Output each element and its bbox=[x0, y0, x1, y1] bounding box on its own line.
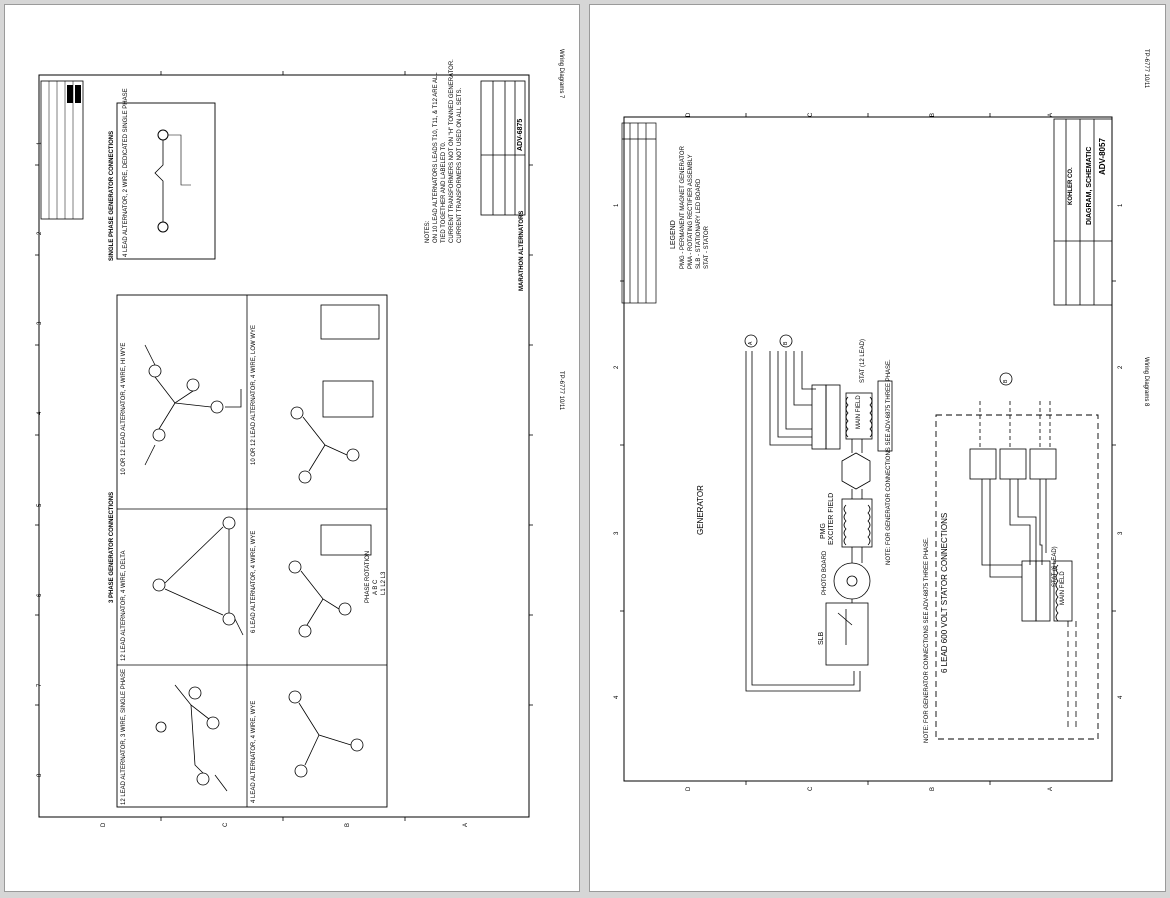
main-field-label-2: MAIN FIELD bbox=[1060, 571, 1066, 605]
r-border-num-1: 1 bbox=[614, 203, 620, 207]
border-num-8: 8 bbox=[37, 773, 43, 777]
phase-rotation-label: PHASE ROTATION bbox=[365, 550, 371, 603]
wye-diagram-3 bbox=[288, 524, 372, 638]
r-border-num-2: 2 bbox=[614, 365, 620, 369]
six-lead-title: 6 LEAD 600 VOLT STATOR CONNECTIONS bbox=[940, 512, 949, 673]
border-num-4: 4 bbox=[37, 411, 43, 415]
single-phase-12-diagram bbox=[155, 684, 228, 792]
left-header-right: Wiring Diagrams 7 bbox=[558, 49, 564, 99]
left-header-center: TP-6777 10/11 bbox=[558, 371, 564, 411]
marker-b: B bbox=[783, 341, 789, 345]
photo-board-label: PHOTO BOARD bbox=[822, 550, 828, 595]
legend-item-3: STAT - STATOR bbox=[704, 225, 710, 269]
single-phase-box bbox=[116, 102, 216, 260]
wye-diagram-4 bbox=[288, 690, 364, 778]
lead6-wye-title: 6 LEAD ALTERNATOR, 4 WIRE, WYE bbox=[251, 530, 257, 633]
revision-block-right bbox=[621, 122, 657, 304]
note-4: CURRENT TRANSFORMERS NOT USED ON ALL SET… bbox=[457, 87, 463, 243]
wye-diagram-2 bbox=[290, 304, 380, 484]
r-border-letter-b: B bbox=[930, 786, 936, 791]
phase-rotation-letters: A B C bbox=[373, 579, 379, 595]
border-num-5: 5 bbox=[37, 503, 43, 507]
border-letter-c: C bbox=[223, 822, 229, 827]
note-generator: NOTE: FOR GENERATOR CONNECTIONS SEE ADV-… bbox=[886, 359, 892, 565]
slb-label: SLB bbox=[818, 631, 825, 645]
company-name: KOHLER CO. bbox=[1068, 167, 1074, 205]
r-border-letter-c: C bbox=[808, 786, 814, 791]
legend-item-1: PMA - ROTATING RECTIFIER ASSEMBLY bbox=[688, 154, 694, 269]
border-num-6: 6 bbox=[37, 593, 43, 597]
wye-diagram-1 bbox=[144, 344, 242, 466]
single-phase-title: SINGLE PHASE GENERATOR CONNECTIONS bbox=[109, 130, 115, 261]
r-border-letter-d: D bbox=[686, 786, 692, 791]
title-block-left bbox=[480, 80, 526, 216]
right-page: TP-6777 10/11 Wiring Diagrams 8 LEGEND P… bbox=[589, 4, 1166, 892]
lead12-single-title: 12 LEAD ALTERNATOR, 3 WIRE, SINGLE PHASE bbox=[121, 668, 127, 805]
r-border-letter-c-top: C bbox=[808, 112, 814, 117]
note-2: TIED TOGETHER AND LABELED T0. bbox=[441, 141, 447, 243]
border-num-3: 3 bbox=[37, 321, 43, 325]
legend-item-2: SLB - STATIONARY LED BOARD bbox=[696, 178, 702, 269]
lead10-wye-title: 10 OR 12 LEAD ALTERNATOR, 4 WIRE, HI WYE bbox=[121, 342, 127, 475]
revision-block-left bbox=[40, 80, 84, 220]
right-header-right: Wiring Diagrams 8 bbox=[1143, 357, 1149, 407]
phase-rotation-lines: L1 L2 L3 bbox=[381, 571, 387, 595]
main-field-label: MAIN FIELD bbox=[856, 395, 862, 429]
legend-title: LEGEND bbox=[670, 220, 677, 249]
pmg-label: PMG bbox=[820, 523, 827, 539]
main-schematic bbox=[744, 334, 893, 692]
left-page-drawing bbox=[35, 71, 533, 821]
border-num-7: 7 bbox=[37, 683, 43, 687]
left-drawing-no: ADV-6875 bbox=[517, 118, 524, 151]
r-border-letter-b-top: B bbox=[930, 112, 936, 117]
lead12-delta-title: 12 LEAD ALTERNATOR, 4 WIRE, DELTA bbox=[121, 550, 127, 661]
note-generator-2: NOTE: FOR GENERATOR CONNECTIONS SEE ADV-… bbox=[924, 537, 930, 743]
single-phase-subtitle: 4 LEAD ALTERNATOR, 2 WIRE, DEDICATED SIN… bbox=[123, 88, 129, 257]
border-letter-d: D bbox=[101, 822, 107, 827]
stat6-label: STAT (6 LEAD) bbox=[1052, 546, 1058, 587]
lead4-wye-title: 4 LEAD ALTERNATOR, 4 WIRE, WYE bbox=[251, 700, 257, 803]
three-phase-title: 3 PHASE GENERATOR CONNECTIONS bbox=[109, 491, 115, 603]
right-page-drawing bbox=[620, 113, 1116, 785]
r-border-letter-d-top: D bbox=[686, 112, 692, 117]
note-0: NOTES: bbox=[425, 220, 431, 243]
border-num-2: 2 bbox=[37, 231, 43, 235]
six-lead-box bbox=[935, 414, 1099, 740]
border-letter-b: B bbox=[345, 822, 351, 827]
note-3: CURRENT TRANSFORMERS NOT ON "H" TONNED G… bbox=[449, 59, 455, 243]
six-lead-schematic bbox=[969, 372, 1077, 731]
r-border-num-4-right: 4 bbox=[1118, 695, 1124, 699]
stat12-label: STAT (12 LEAD) bbox=[860, 338, 866, 383]
r-border-num-3: 3 bbox=[614, 531, 620, 535]
lead12-low-wye-title: 10 OR 12 LEAD ALTERNATOR, 4 WIRE, LOW WY… bbox=[251, 324, 257, 465]
legend-item-0: PMG - PERMANENT MAGNET GENERATOR bbox=[680, 146, 686, 269]
title-block-text: DIAGRAM, SCHEMATIC bbox=[1086, 146, 1093, 225]
three-phase-grid bbox=[116, 294, 388, 808]
border-num-1: 1 bbox=[37, 141, 43, 145]
right-header-center: TP-6777 10/11 bbox=[1143, 49, 1149, 89]
right-drawing-no: ADV-8057 bbox=[1098, 138, 1107, 175]
marker-b-2: B bbox=[1003, 379, 1009, 383]
delta-diagram bbox=[152, 516, 244, 636]
r-border-num-3-right: 3 bbox=[1118, 531, 1124, 535]
note-1: ON 10 LEAD ALTERNATORS LEADS T10, T11, &… bbox=[433, 72, 439, 243]
title-block-right bbox=[1053, 118, 1113, 306]
r-border-num-4: 4 bbox=[614, 695, 620, 699]
generator-label: GENERATOR bbox=[696, 485, 705, 535]
r-border-letter-a-top: A bbox=[1048, 112, 1054, 117]
left-footer: MARATHON ALTERNATORS bbox=[519, 210, 525, 291]
r-border-letter-a: A bbox=[1048, 786, 1054, 791]
marker-a: A bbox=[748, 341, 754, 345]
r-border-num-2-right: 2 bbox=[1118, 365, 1124, 369]
left-page: Wiring Diagrams 7 TP-6777 10/11 SINGLE P… bbox=[4, 4, 580, 892]
r-border-num-1-right: 1 bbox=[1118, 203, 1124, 207]
exciter-field-label: EXCITER FIELD bbox=[828, 492, 835, 545]
border-letter-a: A bbox=[463, 822, 469, 827]
